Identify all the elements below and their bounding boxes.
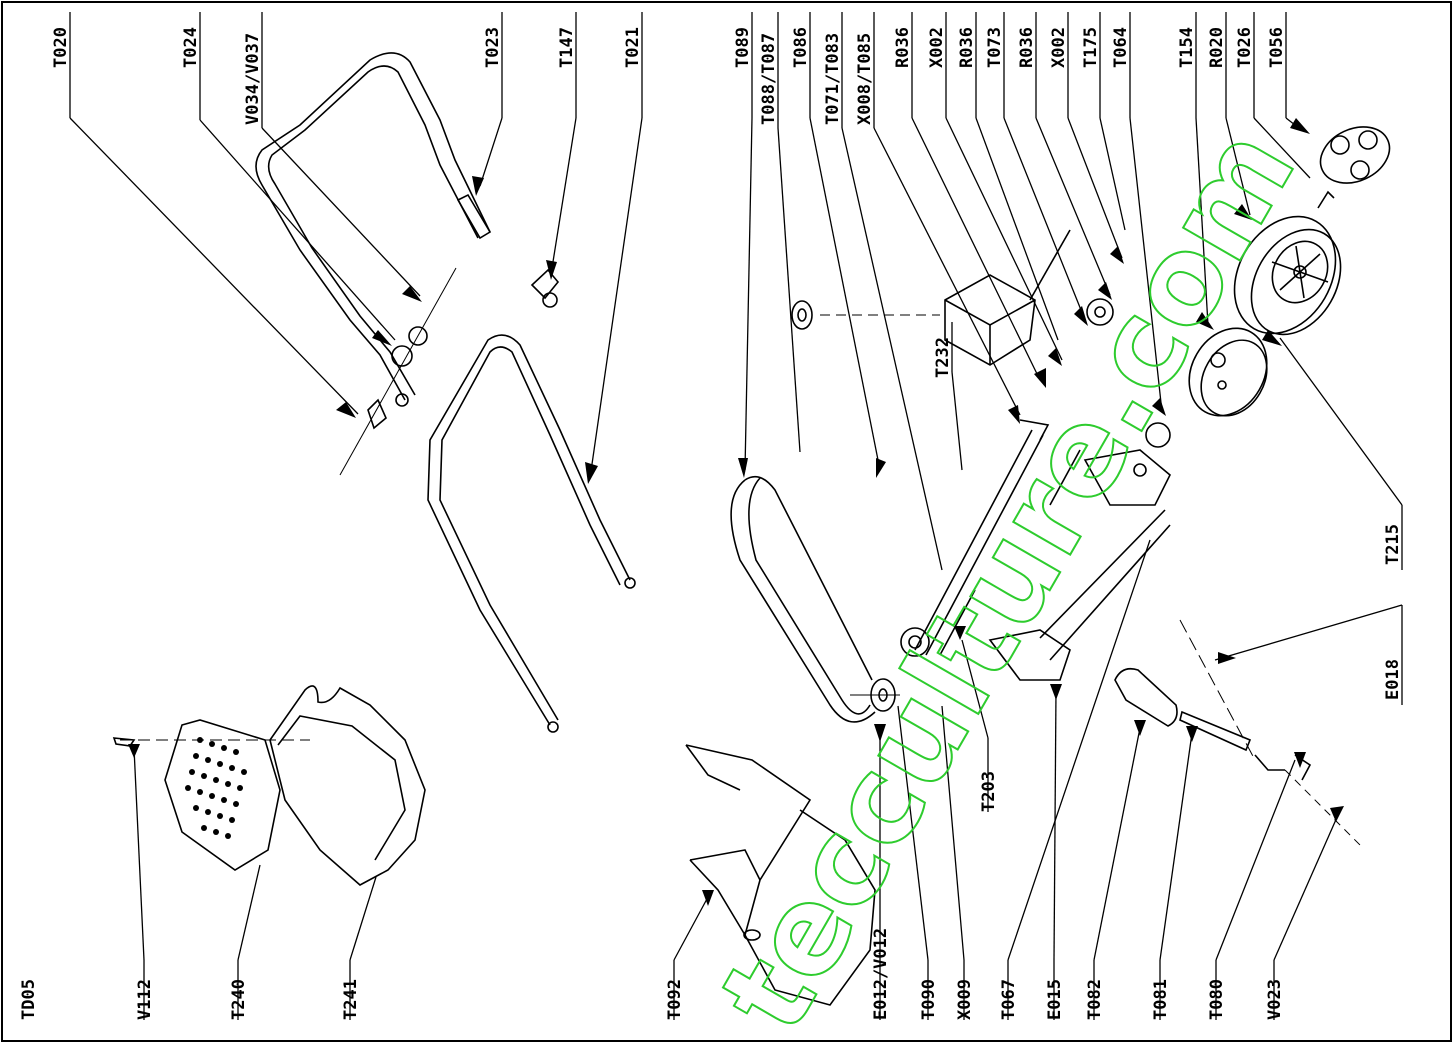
grass-box-t240-t241 [112, 685, 426, 886]
label-t081: T081 [1151, 979, 1171, 1020]
label-t215: T215 [1383, 524, 1403, 565]
gear-t073 [900, 298, 1114, 657]
label-td05: TD05 [19, 979, 39, 1020]
shafts [914, 429, 1081, 656]
watermark: tecculture.com [694, 105, 1324, 1043]
label-r036-a: R036 [893, 27, 913, 68]
top-labels: T020 T024 V034/V037 T023 T147 T021 T089 … [51, 27, 1287, 378]
label-t073: T073 [985, 27, 1005, 68]
fasteners [128, 118, 1344, 906]
label-t086: T086 [791, 27, 811, 68]
label-t056: T056 [1267, 27, 1287, 68]
label-t147: T147 [557, 27, 577, 68]
belt-t089 [730, 475, 876, 723]
label-e018: E018 [1383, 659, 1403, 700]
label-x002-a: X002 [927, 27, 947, 68]
label-t082: T082 [1085, 979, 1105, 1020]
label-v034-v037: V034/V037 [243, 33, 263, 125]
label-t020: T020 [51, 27, 71, 68]
label-t175: T175 [1081, 27, 1101, 68]
label-t080: T080 [1207, 979, 1227, 1020]
pulleys [791, 300, 940, 712]
label-r036-b: R036 [957, 27, 977, 68]
label-t071-t083: T071/T083 [823, 33, 843, 125]
knobs-v034 [339, 267, 457, 476]
label-t240: T240 [229, 979, 249, 1020]
label-v112: V112 [135, 979, 155, 1020]
label-t067: T067 [999, 979, 1019, 1020]
label-t232: T232 [933, 337, 953, 378]
knob-t147 [530, 268, 560, 308]
label-v023: V023 [1265, 979, 1285, 1020]
handle-lower-t021 [427, 334, 636, 733]
bottom-labels: T215 E018 TD05 V112 T240 T241 T092 E012/… [19, 524, 1403, 1020]
label-x009: X009 [955, 979, 975, 1020]
label-t154: T154 [1177, 27, 1197, 68]
label-e012-v012: E012/V012 [871, 928, 891, 1020]
handle-t082-t081 [1114, 619, 1361, 846]
label-t092: T092 [665, 979, 685, 1020]
label-t026: T026 [1235, 27, 1255, 68]
label-x008-t085: X008/T085 [855, 33, 875, 125]
label-t064: T064 [1111, 27, 1131, 68]
label-t088-t087: T088/T087 [759, 33, 779, 125]
label-r020: R020 [1207, 27, 1227, 68]
label-t023: T023 [483, 27, 503, 68]
plate-e015 [988, 422, 1171, 681]
hubcap-t215 [1188, 327, 1268, 417]
chute-t092 [685, 744, 876, 1006]
label-r036-c: R036 [1017, 27, 1037, 68]
label-t021: T021 [623, 27, 643, 68]
label-t090: T090 [919, 979, 939, 1020]
watermark-text: tecculture.com [695, 106, 1323, 1043]
label-t203: T203 [979, 771, 999, 812]
leader-lines [69, 12, 1403, 1020]
label-t089: T089 [733, 27, 753, 68]
label-t241: T241 [341, 979, 361, 1020]
label-e015: E015 [1045, 979, 1065, 1020]
label-x002-b: X002 [1049, 27, 1069, 68]
grille-holes [185, 737, 247, 839]
cap-t056 [1317, 126, 1391, 209]
handle-upper-t023 [255, 52, 492, 407]
label-t024: T024 [181, 27, 201, 68]
